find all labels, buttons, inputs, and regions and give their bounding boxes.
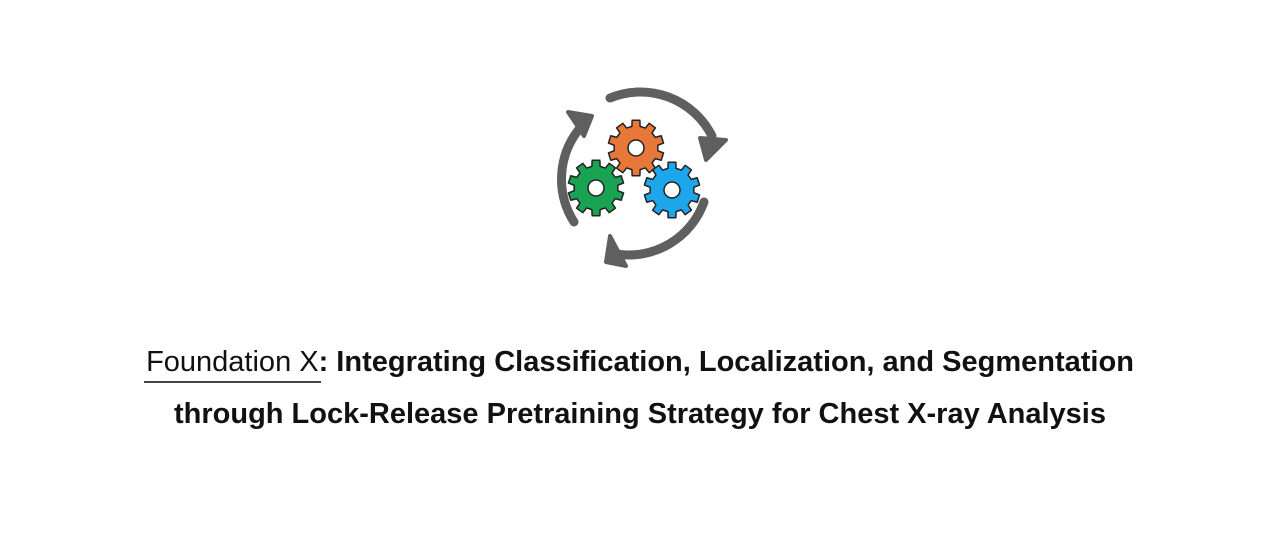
arrowhead-left (566, 110, 594, 138)
gear-blue-icon-hole (663, 181, 681, 199)
title-line-2: through Lock-Release Pretraining Strateg… (173, 398, 1106, 430)
gears (567, 119, 701, 219)
logo (540, 84, 740, 284)
cycle-arrowheads (566, 110, 728, 268)
title-line-1-rest: : Integrating Classification, Localizati… (318, 346, 1134, 378)
gear-green-icon-hole (587, 179, 605, 197)
gear-blue-icon (643, 161, 701, 219)
arrow-top-right (605, 87, 717, 141)
title-emphasis: Foundation X (144, 336, 321, 388)
gear-green-icon (567, 159, 625, 217)
cycle-arrows-icon (557, 87, 717, 260)
gear-orange-icon (607, 119, 665, 177)
gear-orange-icon-hole (627, 139, 645, 157)
title-line-1: Foundation X: Integrating Classification… (0, 336, 1280, 388)
page-title: Foundation X: Integrating Classification… (0, 336, 1280, 440)
gears-cycle-icon (557, 87, 728, 268)
arrowhead-right (698, 136, 728, 162)
arrowhead-bottom (604, 234, 628, 268)
arrow-bottom (611, 197, 709, 260)
arrow-left (557, 123, 585, 227)
